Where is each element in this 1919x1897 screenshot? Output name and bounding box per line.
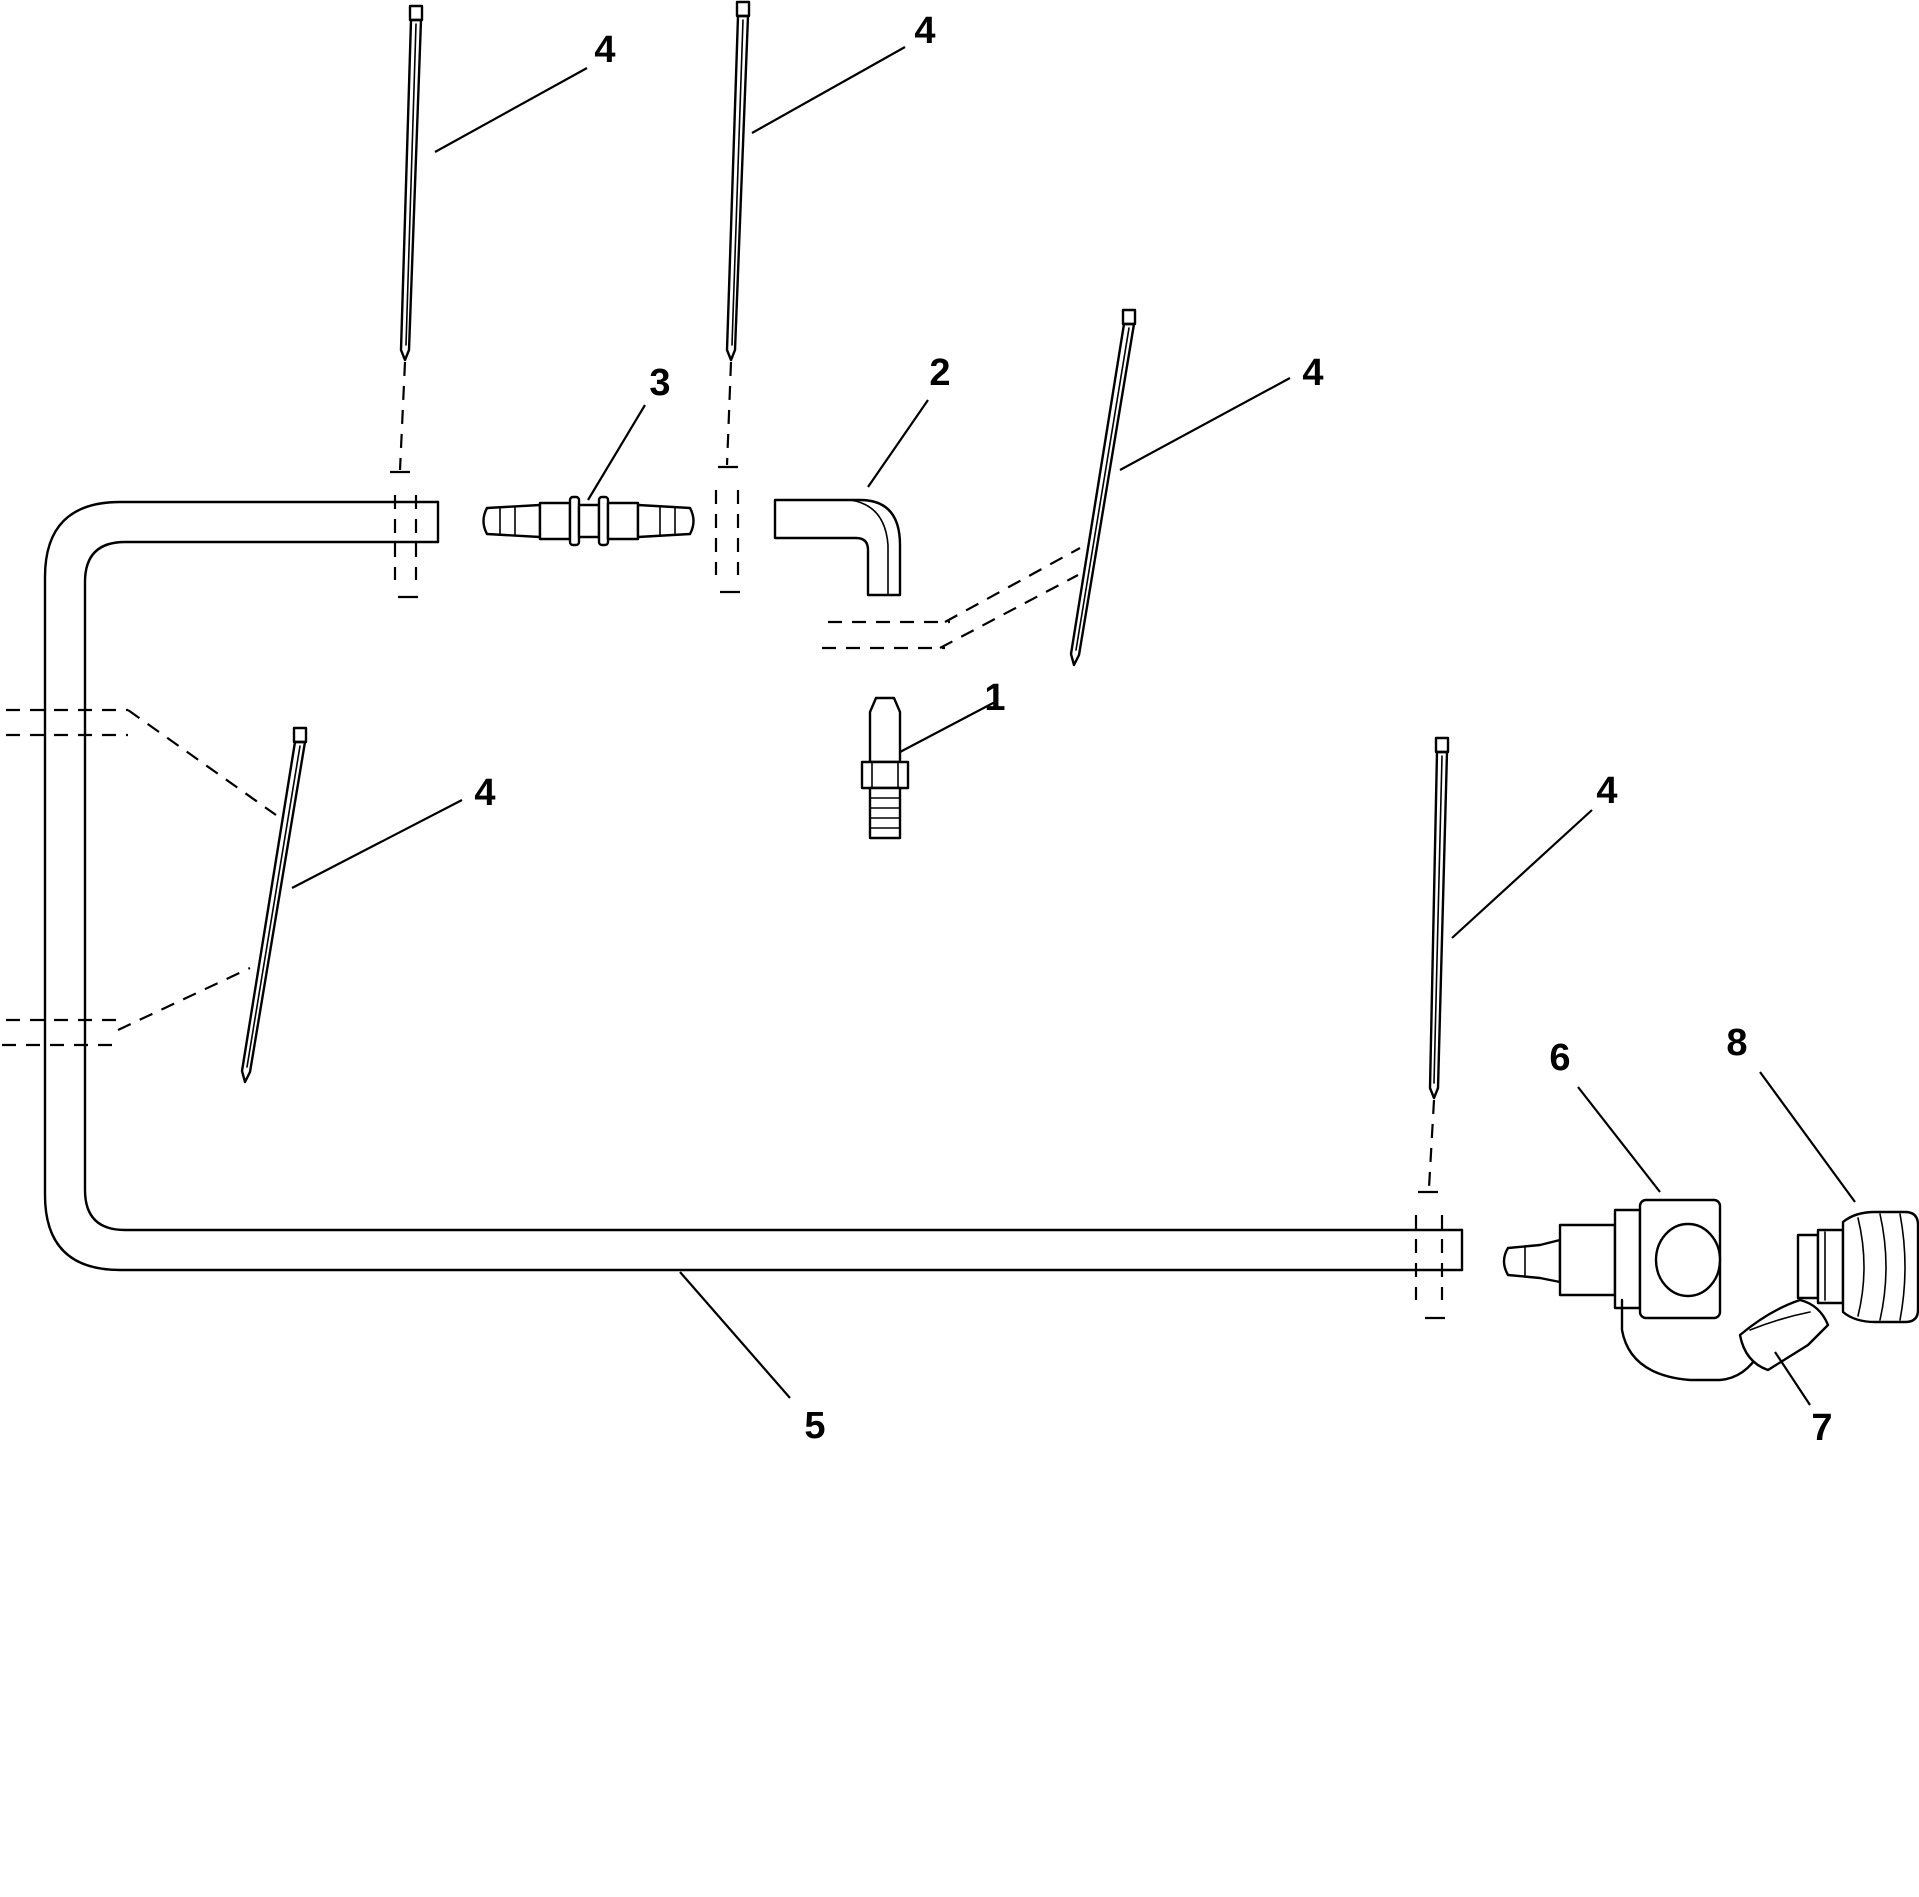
connector-part-6 — [1502, 1198, 1762, 1382]
callout-4-left-diagonal: 4 — [474, 772, 495, 814]
cable-tie-top-middle — [725, 0, 751, 362]
callout-7: 7 — [1811, 1407, 1832, 1449]
callout-6: 6 — [1549, 1037, 1570, 1079]
callout-3: 3 — [649, 362, 670, 404]
cable-tie-right-vertical — [1428, 736, 1450, 1100]
callout-5: 5 — [804, 1405, 825, 1447]
assembly-guide-lines — [2, 361, 1445, 1320]
callout-4-right-vertical: 4 — [1596, 770, 1617, 812]
callout-labels: 4 4 3 2 4 1 4 4 6 8 5 7 — [474, 10, 1832, 1449]
cable-tie-top-left — [399, 4, 424, 362]
callout-8: 8 — [1726, 1022, 1747, 1064]
connector-part-3 — [482, 495, 695, 547]
cap-part-7 — [1738, 1298, 1830, 1372]
callout-1: 1 — [984, 677, 1005, 719]
elbow-part-2 — [773, 498, 902, 597]
hose-part-5 — [43, 500, 1464, 1272]
fitting-part-1 — [860, 696, 910, 840]
cable-tie-right-diagonal — [1069, 308, 1137, 667]
callout-4-right-diagonal: 4 — [1302, 352, 1323, 394]
callout-4-top-middle: 4 — [914, 10, 935, 52]
callout-2: 2 — [929, 352, 950, 394]
coupler-part-8 — [1796, 1210, 1919, 1324]
leader-lines — [291, 46, 1856, 1406]
callout-4-top-left: 4 — [594, 29, 615, 71]
cable-tie-left-diagonal — [240, 726, 308, 1084]
